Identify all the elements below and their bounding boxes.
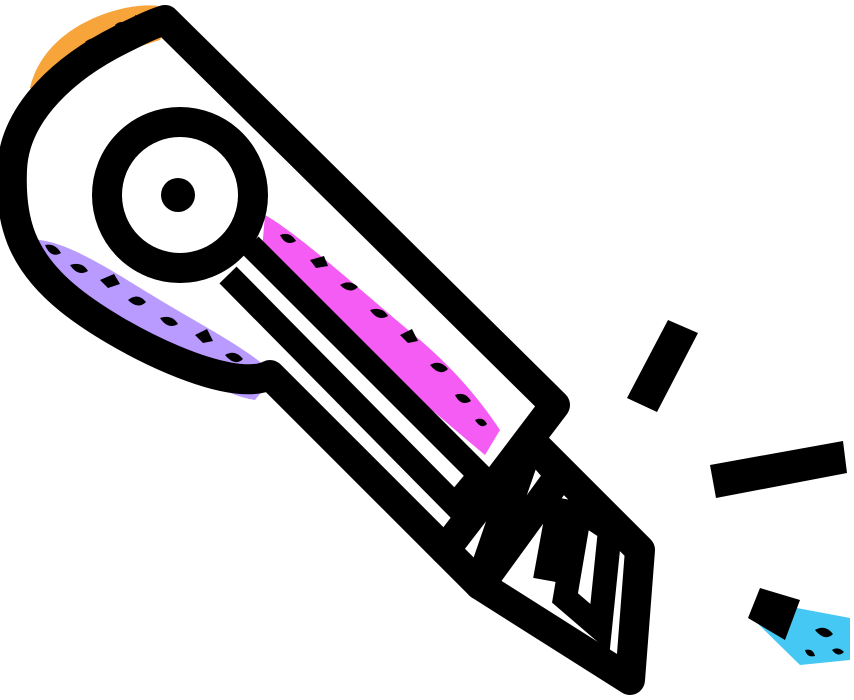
thumb-wheel-icon — [92, 107, 268, 283]
motion-line-upper — [627, 320, 698, 412]
blade-segment-line — [533, 495, 572, 583]
magenta-accent — [262, 215, 500, 455]
blade-window — [552, 489, 623, 653]
cut-fragment — [748, 588, 844, 657]
slider-track — [219, 236, 497, 523]
purple-accent-marks — [45, 244, 243, 363]
motion-line-lower — [710, 441, 847, 498]
magenta-accent-marks — [280, 233, 487, 427]
thumb-wheel-center — [161, 178, 195, 212]
knife-handle-outline — [0, 5, 570, 565]
